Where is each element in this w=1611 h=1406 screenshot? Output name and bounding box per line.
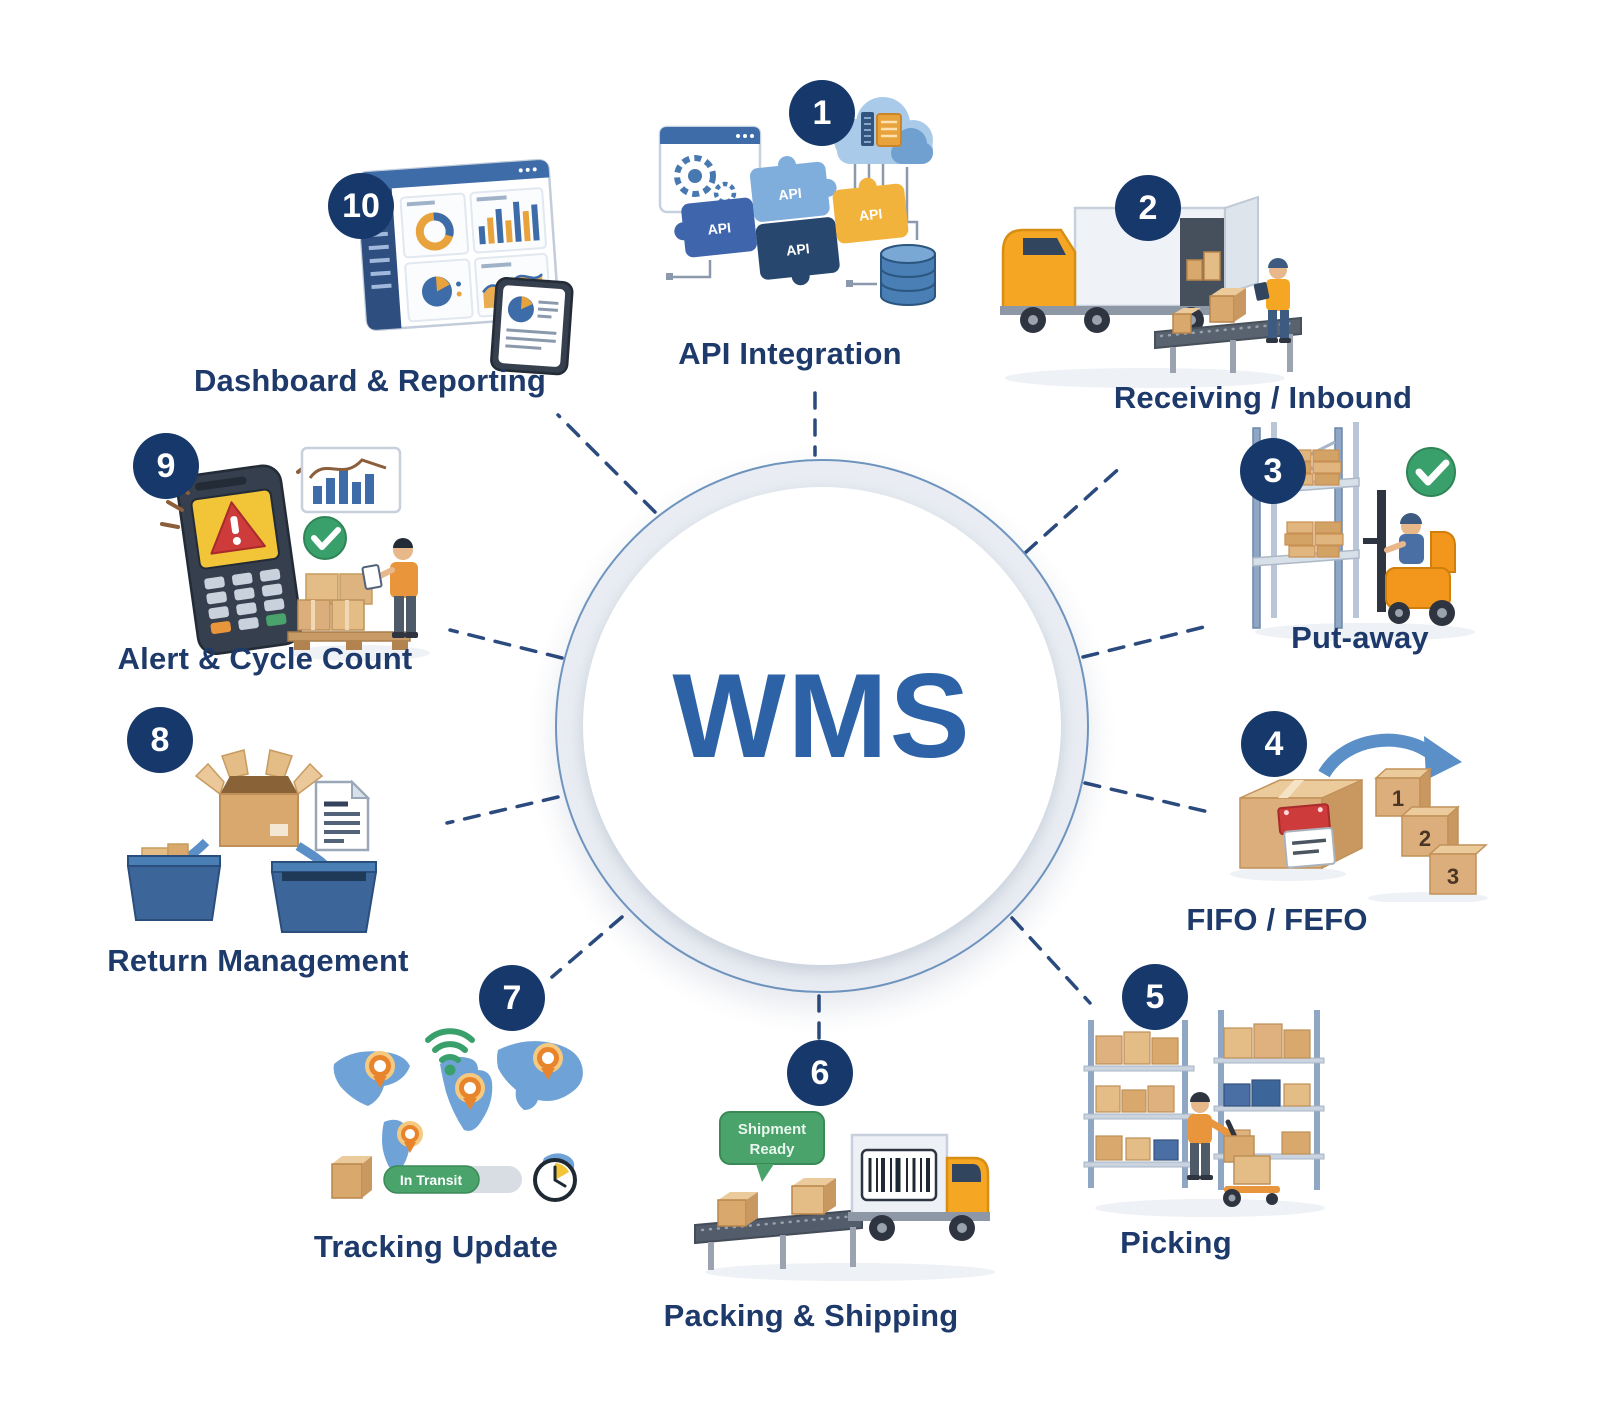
connector-line-7 bbox=[550, 915, 624, 979]
svg-text:API: API bbox=[778, 185, 803, 203]
connector-line-5 bbox=[1010, 916, 1092, 1005]
step-badge-9: 9 bbox=[133, 433, 199, 499]
api-integration-illustration: API API API API bbox=[658, 97, 936, 306]
step-label-picking: Picking bbox=[1120, 1225, 1232, 1260]
step-label-tracking-update: Tracking Update bbox=[313, 1229, 559, 1264]
puzzle-piece-top: API bbox=[749, 156, 837, 222]
svg-text:1: 1 bbox=[1392, 786, 1404, 811]
counting-worker bbox=[361, 538, 418, 638]
step-badge-8: 8 bbox=[127, 707, 193, 773]
mini-chart-card bbox=[300, 446, 402, 514]
step-label-receiving-inbound: Receiving / Inbound bbox=[1113, 380, 1413, 415]
conveyor-boxes bbox=[1172, 288, 1246, 334]
step-label-fifo-fefo: FIFO / FEFO bbox=[1186, 902, 1368, 937]
wms-center-inner: WMS bbox=[583, 487, 1061, 965]
map-pin-icon bbox=[533, 1043, 563, 1080]
check-circle-icon bbox=[1406, 447, 1456, 497]
step-label-dashboard-reporting: Dashboard & Reporting bbox=[193, 363, 547, 398]
svg-text:API: API bbox=[785, 240, 810, 258]
browser-window-icon bbox=[658, 125, 762, 214]
fifo-fefo-illustration: 1 2 3 bbox=[1230, 733, 1488, 902]
clock-icon bbox=[533, 1158, 577, 1202]
puzzle-piece-bottom: API bbox=[755, 217, 840, 286]
bar-chart-card bbox=[469, 187, 547, 254]
step-badge-6: 6 bbox=[787, 1040, 853, 1106]
picker-worker bbox=[1187, 1092, 1234, 1180]
step-label-return-management: Return Management bbox=[107, 943, 409, 978]
donut-chart-card bbox=[399, 192, 470, 259]
connector-line-9 bbox=[448, 628, 564, 660]
step-badge-5: 5 bbox=[1122, 964, 1188, 1030]
map-pin-icon bbox=[397, 1121, 423, 1153]
tracking-update-illustration: In Transit bbox=[331, 1028, 583, 1202]
svg-text:Ready: Ready bbox=[749, 1141, 795, 1158]
dashboard-reporting-illustration bbox=[355, 158, 574, 376]
step-label-packing-shipping: Packing & Shipping bbox=[663, 1298, 959, 1333]
return-document-icon bbox=[314, 779, 371, 852]
connector-line-2 bbox=[1023, 463, 1125, 555]
shipping-truck bbox=[848, 1133, 990, 1241]
step-badge-4: 4 bbox=[1241, 711, 1307, 777]
connector-line-4 bbox=[1083, 781, 1215, 815]
pie-chart-card bbox=[404, 258, 474, 323]
step-label-put-away: Put-away bbox=[1291, 620, 1429, 655]
sequence-boxes: 1 2 3 bbox=[1374, 767, 1488, 895]
connector-line-8 bbox=[445, 795, 560, 825]
step-badge-7: 7 bbox=[479, 965, 545, 1031]
wms-center-circle: WMS bbox=[555, 459, 1089, 993]
picking-illustration bbox=[1083, 1010, 1325, 1217]
puzzle-piece-right: API bbox=[832, 177, 909, 244]
svg-text:2: 2 bbox=[1419, 826, 1431, 851]
puzzle-pieces-icon: API API API API bbox=[674, 156, 909, 286]
expiry-label bbox=[1277, 803, 1336, 869]
receiving-worker bbox=[1253, 258, 1291, 343]
step-badge-2: 2 bbox=[1115, 175, 1181, 241]
handheld-scanner bbox=[176, 464, 303, 656]
map-pins bbox=[365, 1043, 563, 1153]
return-bin-empty bbox=[270, 861, 378, 933]
pick-rack-left bbox=[1083, 1020, 1195, 1188]
shipment-ready-bubble: Shipment Ready bbox=[719, 1111, 825, 1182]
connector-line-10 bbox=[556, 413, 657, 514]
map-pin-icon bbox=[455, 1073, 485, 1110]
packing-conveyor bbox=[694, 1208, 863, 1270]
barcode bbox=[868, 1158, 930, 1192]
check-circle-icon bbox=[303, 516, 347, 560]
dated-carton bbox=[1239, 778, 1363, 870]
return-management-illustration bbox=[126, 749, 378, 933]
return-bin-filled bbox=[126, 843, 222, 921]
report-tablet bbox=[490, 277, 574, 376]
step-label-api-integration: API Integration bbox=[678, 336, 902, 371]
step-badge-1: 1 bbox=[789, 80, 855, 146]
svg-text:API: API bbox=[707, 219, 732, 237]
svg-text:3: 3 bbox=[1447, 864, 1459, 889]
step-badge-3: 3 bbox=[1240, 438, 1306, 504]
wms-title: WMS bbox=[672, 649, 972, 783]
receiving-inbound-illustration bbox=[1000, 195, 1302, 388]
svg-text:Shipment: Shipment bbox=[738, 1121, 806, 1138]
picking-cart bbox=[1223, 1119, 1280, 1207]
svg-text:In Transit: In Transit bbox=[400, 1172, 463, 1188]
transit-status-row: In Transit bbox=[331, 1156, 577, 1202]
database-icon bbox=[880, 244, 936, 306]
alert-cycle-count-illustration bbox=[160, 446, 430, 661]
step-label-alert-cycle-count: Alert & Cycle Count bbox=[117, 641, 413, 676]
rotation-arrow-icon bbox=[1318, 733, 1462, 780]
map-pin-icon bbox=[365, 1051, 395, 1088]
connector-line-3 bbox=[1081, 623, 1214, 659]
packing-shipping-illustration: Shipment Ready bbox=[694, 1111, 995, 1281]
step-badge-10: 10 bbox=[328, 173, 394, 239]
puzzle-piece-left: API bbox=[674, 197, 757, 258]
forklift bbox=[1363, 490, 1456, 626]
wifi-signal-icon bbox=[425, 1028, 475, 1076]
dashboard-screen bbox=[355, 158, 560, 332]
svg-text:API: API bbox=[858, 205, 883, 223]
packed-boxes bbox=[717, 1178, 836, 1227]
open-return-box bbox=[194, 749, 324, 847]
